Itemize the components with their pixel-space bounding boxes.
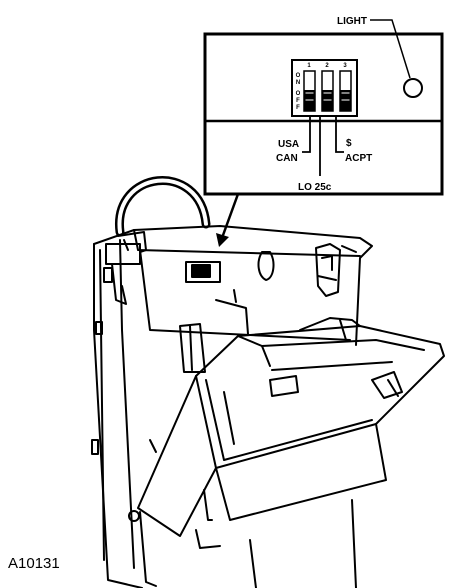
off-letter-f1: F [296, 98, 300, 104]
dollar-label: $ [346, 138, 352, 149]
usa-label: USA [278, 139, 299, 150]
front-top-panel [139, 249, 351, 341]
switch-number-3: 3 [343, 63, 347, 69]
switch-panel-callout: 1 2 3 O N O F F [203, 19, 444, 196]
bill-acceptor-illustration [91, 176, 445, 588]
usa-can-leader-line [302, 116, 311, 153]
acpt-leader-line [335, 116, 344, 153]
indicator-light-icon [403, 78, 423, 98]
hinge-screw-icon [128, 510, 140, 522]
light-leader-line [370, 19, 411, 79]
on-letter-n: N [296, 80, 300, 86]
on-letter-o: O [296, 73, 301, 79]
can-label: CAN [276, 153, 298, 164]
figure-id: A10131 [8, 555, 60, 572]
switch-number-1: 1 [307, 63, 311, 69]
callout-pointer-arrow [216, 193, 240, 247]
dip-switch: 1 2 3 O N O F F [291, 59, 358, 117]
switch-number-2: 2 [325, 63, 329, 69]
hinge-bracket [103, 231, 147, 305]
off-letter-o: O [296, 91, 301, 97]
right-latch [315, 243, 341, 297]
switch-toggle-3 [339, 70, 352, 112]
light-label: LIGHT [337, 16, 367, 27]
cable-loop [115, 176, 211, 237]
off-letter-f2: F [296, 105, 300, 111]
switch-toggle-1 [303, 70, 316, 112]
acpt-label: ACPT [345, 153, 372, 164]
hinged-front-door [137, 317, 445, 549]
left-side-panel [93, 243, 143, 588]
lo25c-label: LO 25c [298, 182, 332, 193]
switch-toggle-2 [321, 70, 334, 112]
door-bottom-edge [139, 511, 157, 587]
